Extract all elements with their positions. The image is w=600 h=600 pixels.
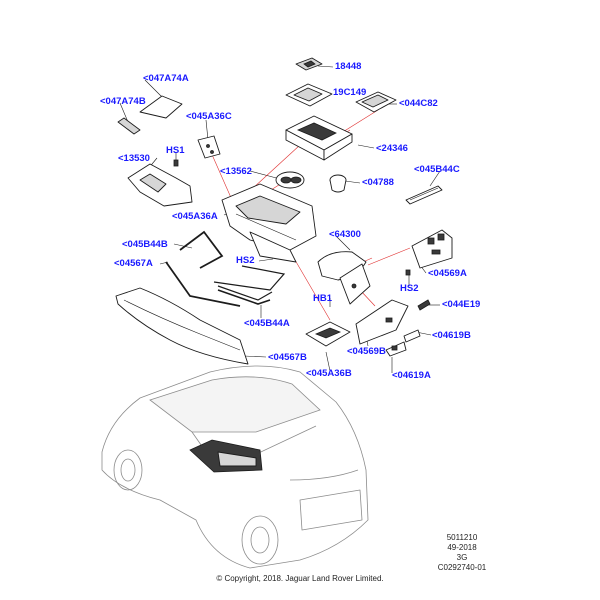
callout-047a74b[interactable]: <047A74B [100, 96, 146, 107]
part-047a74b [117, 117, 141, 135]
callout-04619a[interactable]: <04619A [392, 370, 431, 381]
part-045a36c [197, 135, 221, 159]
callout-hb1[interactable]: HB1 [313, 293, 333, 304]
callout-04567a[interactable]: <04567A [114, 258, 153, 269]
part-18448 [295, 57, 323, 71]
part-04567b [115, 287, 249, 365]
callout-hs2-bottom[interactable]: HS2 [400, 283, 419, 294]
callout-04569b[interactable]: <04569B [347, 346, 386, 357]
copyright-notice: © Copyright, 2018. Jaguar Land Rover Lim… [216, 574, 384, 583]
callout-045b44c[interactable]: <045B44C [414, 164, 460, 175]
callout-04788[interactable]: <04788 [362, 177, 394, 188]
part-045a36a [221, 183, 317, 263]
callout-19c149[interactable]: 19C149 [333, 87, 367, 98]
meta-line-3: 3G [456, 553, 468, 562]
part-hb1 [339, 263, 371, 305]
callout-hs2-top[interactable]: HS2 [236, 255, 255, 266]
part-13562 [275, 171, 305, 189]
part-13530 [127, 163, 193, 207]
callout-18448[interactable]: 18448 [335, 61, 362, 72]
meta-line-2: 49-2018 [447, 543, 477, 552]
callout-hs1[interactable]: HS1 [166, 145, 185, 156]
callout-13562[interactable]: <13562 [220, 166, 252, 177]
part-04567a [165, 261, 241, 307]
callout-04567b[interactable]: <04567B [268, 352, 307, 363]
callout-047a74a[interactable]: <047A74A [143, 73, 189, 84]
part-04569a [411, 229, 453, 269]
part-044c82 [355, 91, 397, 113]
callout-045a36a[interactable]: <045A36A [172, 211, 218, 222]
part-045b44a [217, 289, 271, 305]
part-04569b [355, 299, 409, 345]
vehicle-outline [101, 365, 369, 569]
callout-13530[interactable]: <13530 [118, 153, 150, 164]
callout-045a36c[interactable]: <045A36C [186, 111, 232, 122]
part-hs2-rails [213, 265, 286, 301]
callout-044c82[interactable]: <044C82 [399, 98, 438, 109]
part-047a74a [139, 95, 183, 119]
part-04619b [403, 329, 421, 343]
callout-24346[interactable]: <24346 [376, 143, 408, 154]
part-04619a [385, 341, 407, 357]
callout-04619b[interactable]: <04619B [432, 330, 471, 341]
part-hs2-screw [405, 269, 411, 276]
part-045b44c [405, 185, 443, 205]
part-hs1 [173, 159, 179, 167]
part-24346 [285, 115, 353, 161]
part-19c149 [285, 83, 333, 107]
callout-044e19[interactable]: <044E19 [442, 299, 481, 310]
part-045b44b [179, 230, 224, 269]
part-04788 [329, 174, 347, 193]
callout-045b44a[interactable]: <045B44A [244, 318, 290, 329]
part-044e19 [417, 299, 431, 311]
callout-045a36b[interactable]: <045A36B [306, 368, 352, 379]
part-045a36b [305, 321, 351, 347]
callout-64300[interactable]: <64300 [329, 229, 361, 240]
callout-045b44b[interactable]: <045B44B [122, 239, 168, 250]
meta-line-4: C0292740-01 [437, 563, 487, 572]
callout-04569a[interactable]: <04569A [428, 268, 467, 279]
meta-line-1: 5011210 [446, 533, 478, 542]
